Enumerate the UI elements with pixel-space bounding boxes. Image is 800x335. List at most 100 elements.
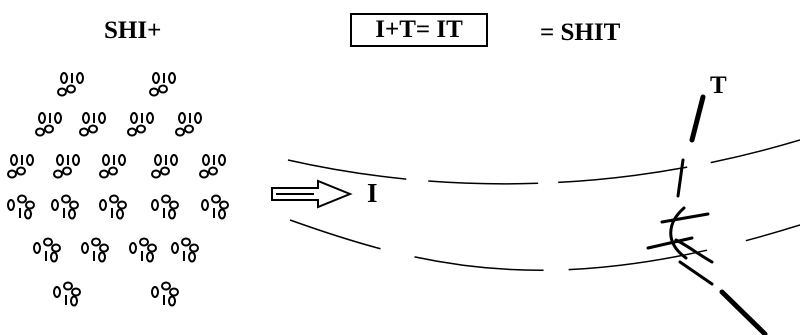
bit-zero-mark xyxy=(209,168,217,175)
wave-upper-line xyxy=(288,140,800,184)
bit-zero-mark xyxy=(82,243,88,253)
bit-glyph xyxy=(100,196,126,219)
bit-zero-mark xyxy=(128,129,136,136)
bit-zero-mark xyxy=(169,297,175,306)
bit-glyph xyxy=(176,113,201,136)
bit-zero-mark xyxy=(220,202,228,209)
bit-zero-mark xyxy=(176,129,184,136)
bit-glyph xyxy=(152,283,178,306)
bit-zero-mark xyxy=(17,168,25,175)
bit-zero-mark xyxy=(103,155,109,165)
bit-zero-mark xyxy=(77,73,83,83)
bit-zero-mark xyxy=(162,283,170,290)
bit-glyph xyxy=(54,283,80,306)
bit-zero-mark xyxy=(55,113,61,123)
bit-zero-mark xyxy=(45,126,53,133)
bit-zero-mark xyxy=(72,289,80,296)
bit-zero-mark xyxy=(185,126,193,133)
bit-zero-mark xyxy=(190,245,198,252)
bit-zero-mark xyxy=(67,86,75,93)
bit-zero-mark xyxy=(36,129,44,136)
bit-zero-mark xyxy=(159,86,167,93)
bit-zero-mark xyxy=(92,239,100,246)
bit-zero-mark xyxy=(54,171,62,178)
bit-zero-mark xyxy=(130,243,136,253)
bit-zero-mark xyxy=(200,171,208,178)
binary-cluster xyxy=(8,73,228,306)
bit-glyph xyxy=(54,155,79,178)
bit-zero-mark xyxy=(203,155,209,165)
bit-glyph xyxy=(130,239,156,262)
bit-zero-mark xyxy=(162,196,170,203)
bit-zero-mark xyxy=(169,73,175,83)
bit-zero-mark xyxy=(150,89,158,96)
bit-zero-mark xyxy=(170,202,178,209)
bit-zero-mark xyxy=(44,239,52,246)
bit-glyph xyxy=(52,196,78,219)
bit-zero-mark xyxy=(34,243,40,253)
bit-zero-mark xyxy=(212,196,220,203)
bit-zero-mark xyxy=(171,155,177,165)
bit-zero-mark xyxy=(131,113,137,123)
bit-zero-mark xyxy=(202,200,208,210)
bit-glyph xyxy=(82,239,108,262)
bit-zero-mark xyxy=(62,196,70,203)
arrow-to-i xyxy=(272,181,350,207)
bit-zero-mark xyxy=(99,113,105,123)
bit-zero-mark xyxy=(52,200,58,210)
arrow-target-label: I xyxy=(367,180,378,207)
bit-zero-mark xyxy=(57,155,63,165)
bit-zero-mark xyxy=(182,239,190,246)
bit-glyph xyxy=(100,155,125,178)
bit-zero-mark xyxy=(25,210,31,219)
bit-zero-mark xyxy=(27,155,33,165)
bit-glyph xyxy=(128,113,153,136)
bit-zero-mark xyxy=(58,89,66,96)
bit-glyph xyxy=(152,155,177,178)
bit-zero-mark xyxy=(70,202,78,209)
bit-zero-mark xyxy=(100,245,108,252)
bit-glyph xyxy=(34,239,60,262)
bit-zero-mark xyxy=(100,171,108,178)
bit-zero-mark xyxy=(195,113,201,123)
bit-glyph xyxy=(202,196,228,219)
bit-zero-mark xyxy=(147,253,153,262)
bit-zero-mark xyxy=(137,126,145,133)
bit-zero-mark xyxy=(170,289,178,296)
bit-zero-mark xyxy=(61,73,67,83)
bit-zero-mark xyxy=(140,239,148,246)
bit-zero-mark xyxy=(99,253,105,262)
bit-zero-mark xyxy=(63,168,71,175)
bit-zero-mark xyxy=(119,155,125,165)
bit-zero-mark xyxy=(26,202,34,209)
bit-zero-mark xyxy=(18,196,26,203)
bit-zero-mark xyxy=(8,200,14,210)
bit-zero-mark xyxy=(189,253,195,262)
bit-zero-mark xyxy=(172,243,178,253)
bit-glyph xyxy=(36,113,61,136)
bit-zero-mark xyxy=(89,126,97,133)
bit-glyph xyxy=(200,155,225,178)
bit-zero-mark xyxy=(161,168,169,175)
bit-zero-mark xyxy=(117,210,123,219)
bit-zero-mark xyxy=(147,113,153,123)
bit-zero-mark xyxy=(118,202,126,209)
bit-glyph xyxy=(152,196,178,219)
bit-zero-mark xyxy=(169,210,175,219)
crossing-line-label: T xyxy=(710,73,727,98)
bit-zero-mark xyxy=(109,168,117,175)
wave-lower-line xyxy=(290,220,800,270)
bit-zero-mark xyxy=(83,113,89,123)
bit-zero-mark xyxy=(219,155,225,165)
bit-zero-mark xyxy=(8,171,16,178)
bit-zero-mark xyxy=(80,129,88,136)
bit-zero-mark xyxy=(64,283,72,290)
bit-zero-mark xyxy=(148,245,156,252)
bit-zero-mark xyxy=(152,171,160,178)
bit-zero-mark xyxy=(11,155,17,165)
bit-glyph xyxy=(80,113,105,136)
scribble-mark xyxy=(648,208,712,262)
bit-zero-mark xyxy=(152,287,158,297)
bit-zero-mark xyxy=(110,196,118,203)
